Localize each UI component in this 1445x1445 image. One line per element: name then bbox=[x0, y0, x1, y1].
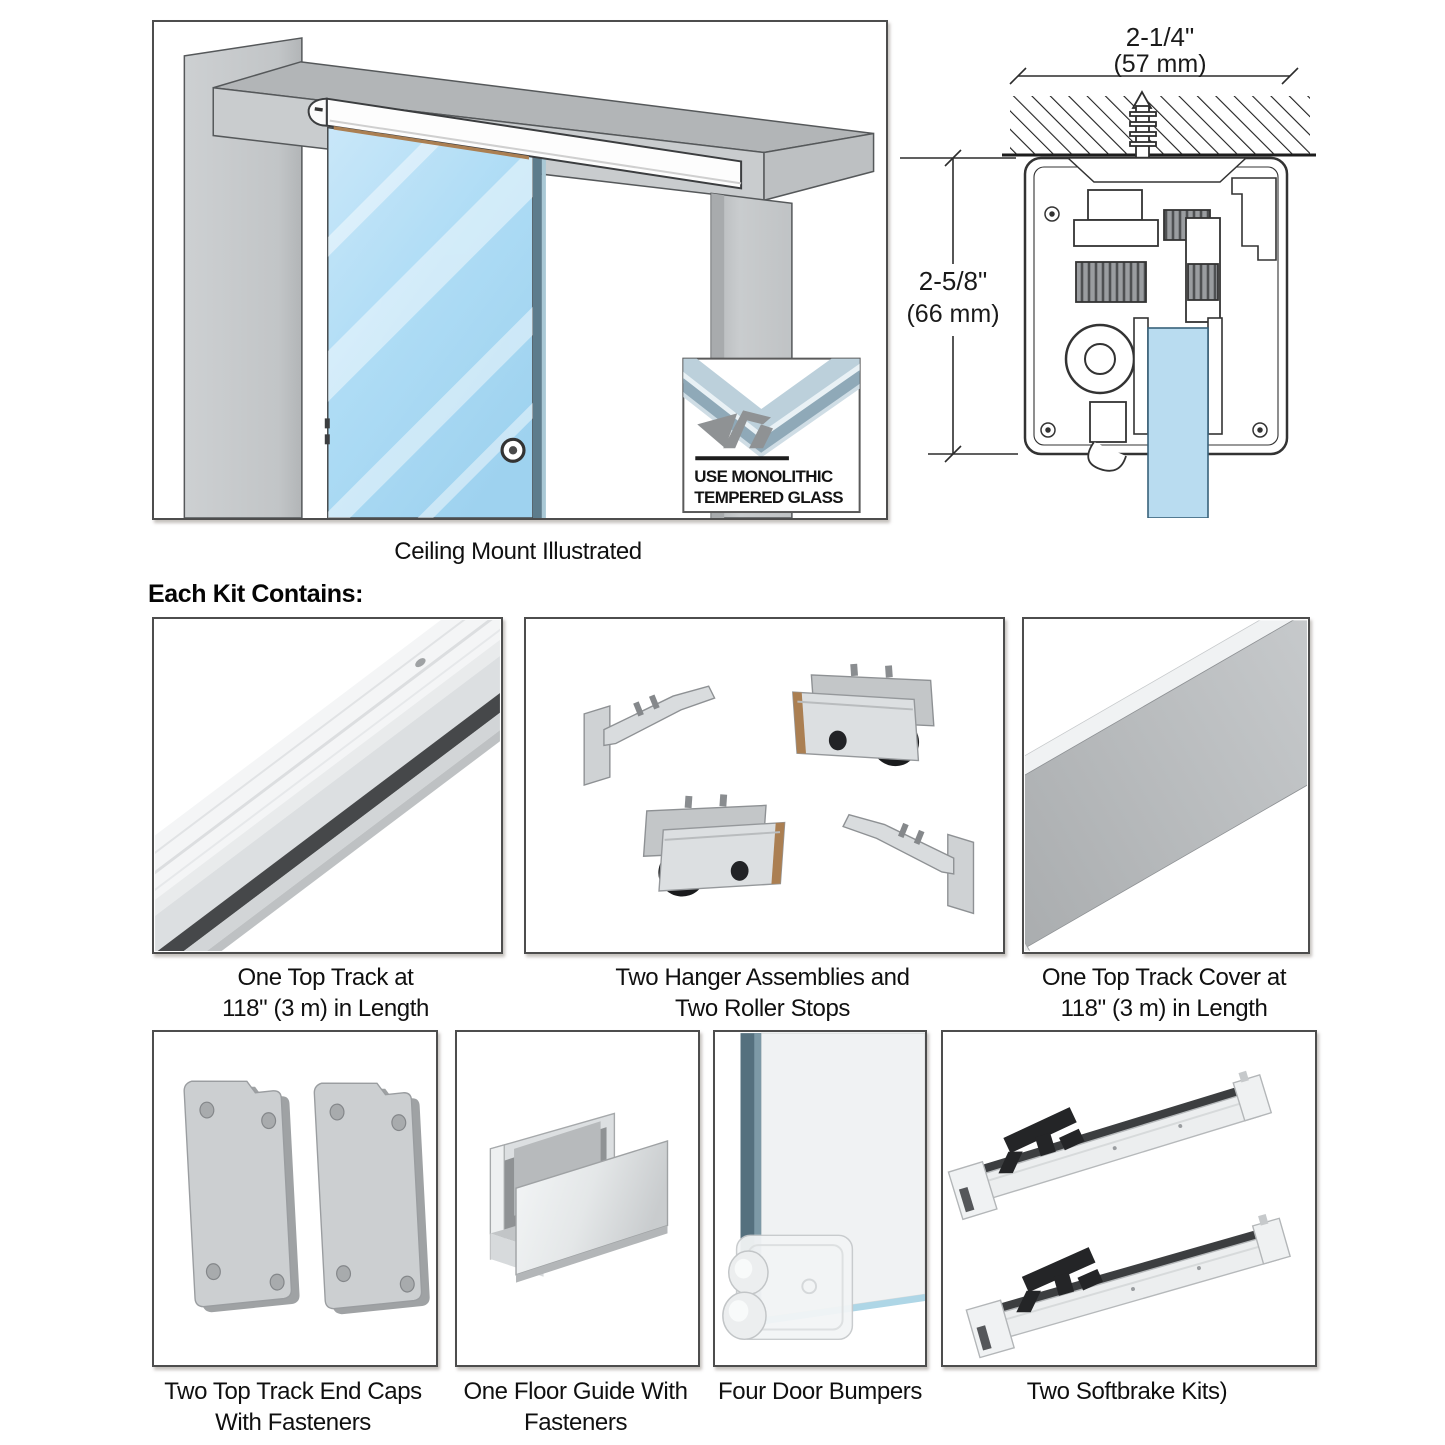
kit-caption-floor-guide: One Floor Guide With Fasteners bbox=[455, 1376, 696, 1438]
caption-line: Two Top Track End Caps bbox=[164, 1378, 422, 1405]
floor-guide-image bbox=[489, 1112, 669, 1283]
end-cap-1 bbox=[182, 1075, 301, 1314]
height-dimension bbox=[900, 149, 1018, 463]
mounting-screw bbox=[1129, 90, 1157, 159]
floor-guide-shape bbox=[489, 1112, 669, 1283]
roller-stop-1 bbox=[583, 685, 716, 786]
caption-line: One Top Track Cover at bbox=[1041, 964, 1287, 991]
caption-line: 118" (3 m) in Length bbox=[1060, 995, 1268, 1022]
track-cross-section-diagram: 2-1/4" (57 mm) bbox=[900, 22, 1316, 518]
top-track-image bbox=[155, 619, 500, 952]
end-cap-2 bbox=[313, 1077, 432, 1316]
kit-caption-hangers: Two Hanger Assemblies and Two Roller Sto… bbox=[524, 962, 1001, 1024]
track-gasket bbox=[333, 126, 529, 160]
hanger-assembly-1 bbox=[790, 657, 938, 774]
top-track bbox=[307, 97, 743, 190]
kit-caption-door-bumpers: Four Door Bumpers bbox=[703, 1376, 937, 1407]
caption-line: One Top Track at bbox=[237, 964, 414, 991]
left-wall-post bbox=[183, 37, 303, 518]
caption-line: Fasteners bbox=[523, 1409, 628, 1436]
width-dim-metric: (57 mm) bbox=[1113, 50, 1206, 78]
caption-line: With Fasteners bbox=[215, 1409, 371, 1436]
hanger-assembly-2 bbox=[640, 788, 788, 905]
ceiling-mount-illustration-panel: USE MONOLITHIC TEMPERED GLASS bbox=[152, 20, 888, 520]
cover-flange bbox=[1024, 933, 1036, 951]
track-screw-hole bbox=[415, 658, 426, 668]
caption-line: Four Door Bumpers bbox=[718, 1378, 922, 1405]
glass-door bbox=[324, 126, 546, 518]
kit-panel-track-cover bbox=[1022, 617, 1310, 954]
kit-panel-door-bumpers bbox=[713, 1030, 927, 1367]
width-dimension bbox=[1009, 67, 1299, 85]
kit-panel-floor-guide bbox=[455, 1030, 700, 1367]
height-dim-metric: (66 mm) bbox=[906, 300, 999, 328]
end-caps-image bbox=[182, 1075, 432, 1316]
softbrake-kits-image bbox=[944, 1050, 1295, 1359]
glass-clamp-section bbox=[1133, 317, 1223, 518]
badge-text-line2: TEMPERED GLASS bbox=[694, 488, 843, 507]
glass-edge bbox=[532, 154, 542, 518]
caption-line: One Floor Guide With bbox=[463, 1378, 688, 1405]
caption-line: Two Softbrake Kits) bbox=[1026, 1378, 1228, 1405]
badge-text-line1: USE MONOLITHIC bbox=[694, 467, 833, 486]
kit-panel-end-caps bbox=[152, 1030, 438, 1367]
ceiling-mount-illustration: USE MONOLITHIC TEMPERED GLASS bbox=[183, 37, 875, 518]
track-end-cap bbox=[307, 97, 328, 127]
kit-caption-end-caps: Two Top Track End Caps With Fasteners bbox=[152, 1376, 434, 1438]
ceiling-hatch bbox=[1010, 96, 1310, 155]
caption-line: 118" (3 m) in Length bbox=[222, 995, 429, 1022]
hanger-assemblies-image bbox=[583, 657, 975, 915]
kit-caption-top-track: One Top Track at 118" (3 m) in Length bbox=[152, 962, 499, 1024]
kit-contains-heading: Each Kit Contains: bbox=[148, 580, 364, 608]
hanger-mechanism-section bbox=[1064, 177, 1277, 472]
height-dim-value: 2-5/8" bbox=[919, 266, 988, 296]
main-illustration-caption: Ceiling Mount Illustrated bbox=[394, 538, 642, 565]
top-track-cover-image bbox=[1024, 620, 1308, 951]
softbrake-kit-1 bbox=[944, 1050, 1276, 1221]
monolithic-glass-logo-icon bbox=[697, 410, 773, 449]
caption-line: Two Hanger Assemblies and bbox=[615, 964, 910, 991]
width-dim-value: 2-1/4" bbox=[1126, 22, 1195, 52]
door-bumper bbox=[722, 1234, 854, 1341]
kit-caption-softbrake: Two Softbrake Kits) bbox=[941, 1376, 1313, 1407]
kit-panel-softbrake bbox=[941, 1030, 1317, 1367]
tempered-glass-badge: USE MONOLITHIC TEMPERED GLASS bbox=[682, 357, 861, 514]
kit-caption-track-cover: One Top Track Cover at 118" (3 m) in Len… bbox=[1022, 962, 1306, 1024]
glass-section bbox=[1147, 327, 1209, 518]
kit-panel-top-track bbox=[152, 617, 503, 954]
roller-stop-2 bbox=[842, 813, 975, 915]
caption-line: Two Roller Stops bbox=[674, 995, 850, 1022]
softbrake-kit-2 bbox=[957, 1193, 1295, 1359]
door-bumpers-image bbox=[722, 1032, 925, 1341]
kit-panel-hangers bbox=[524, 617, 1005, 954]
